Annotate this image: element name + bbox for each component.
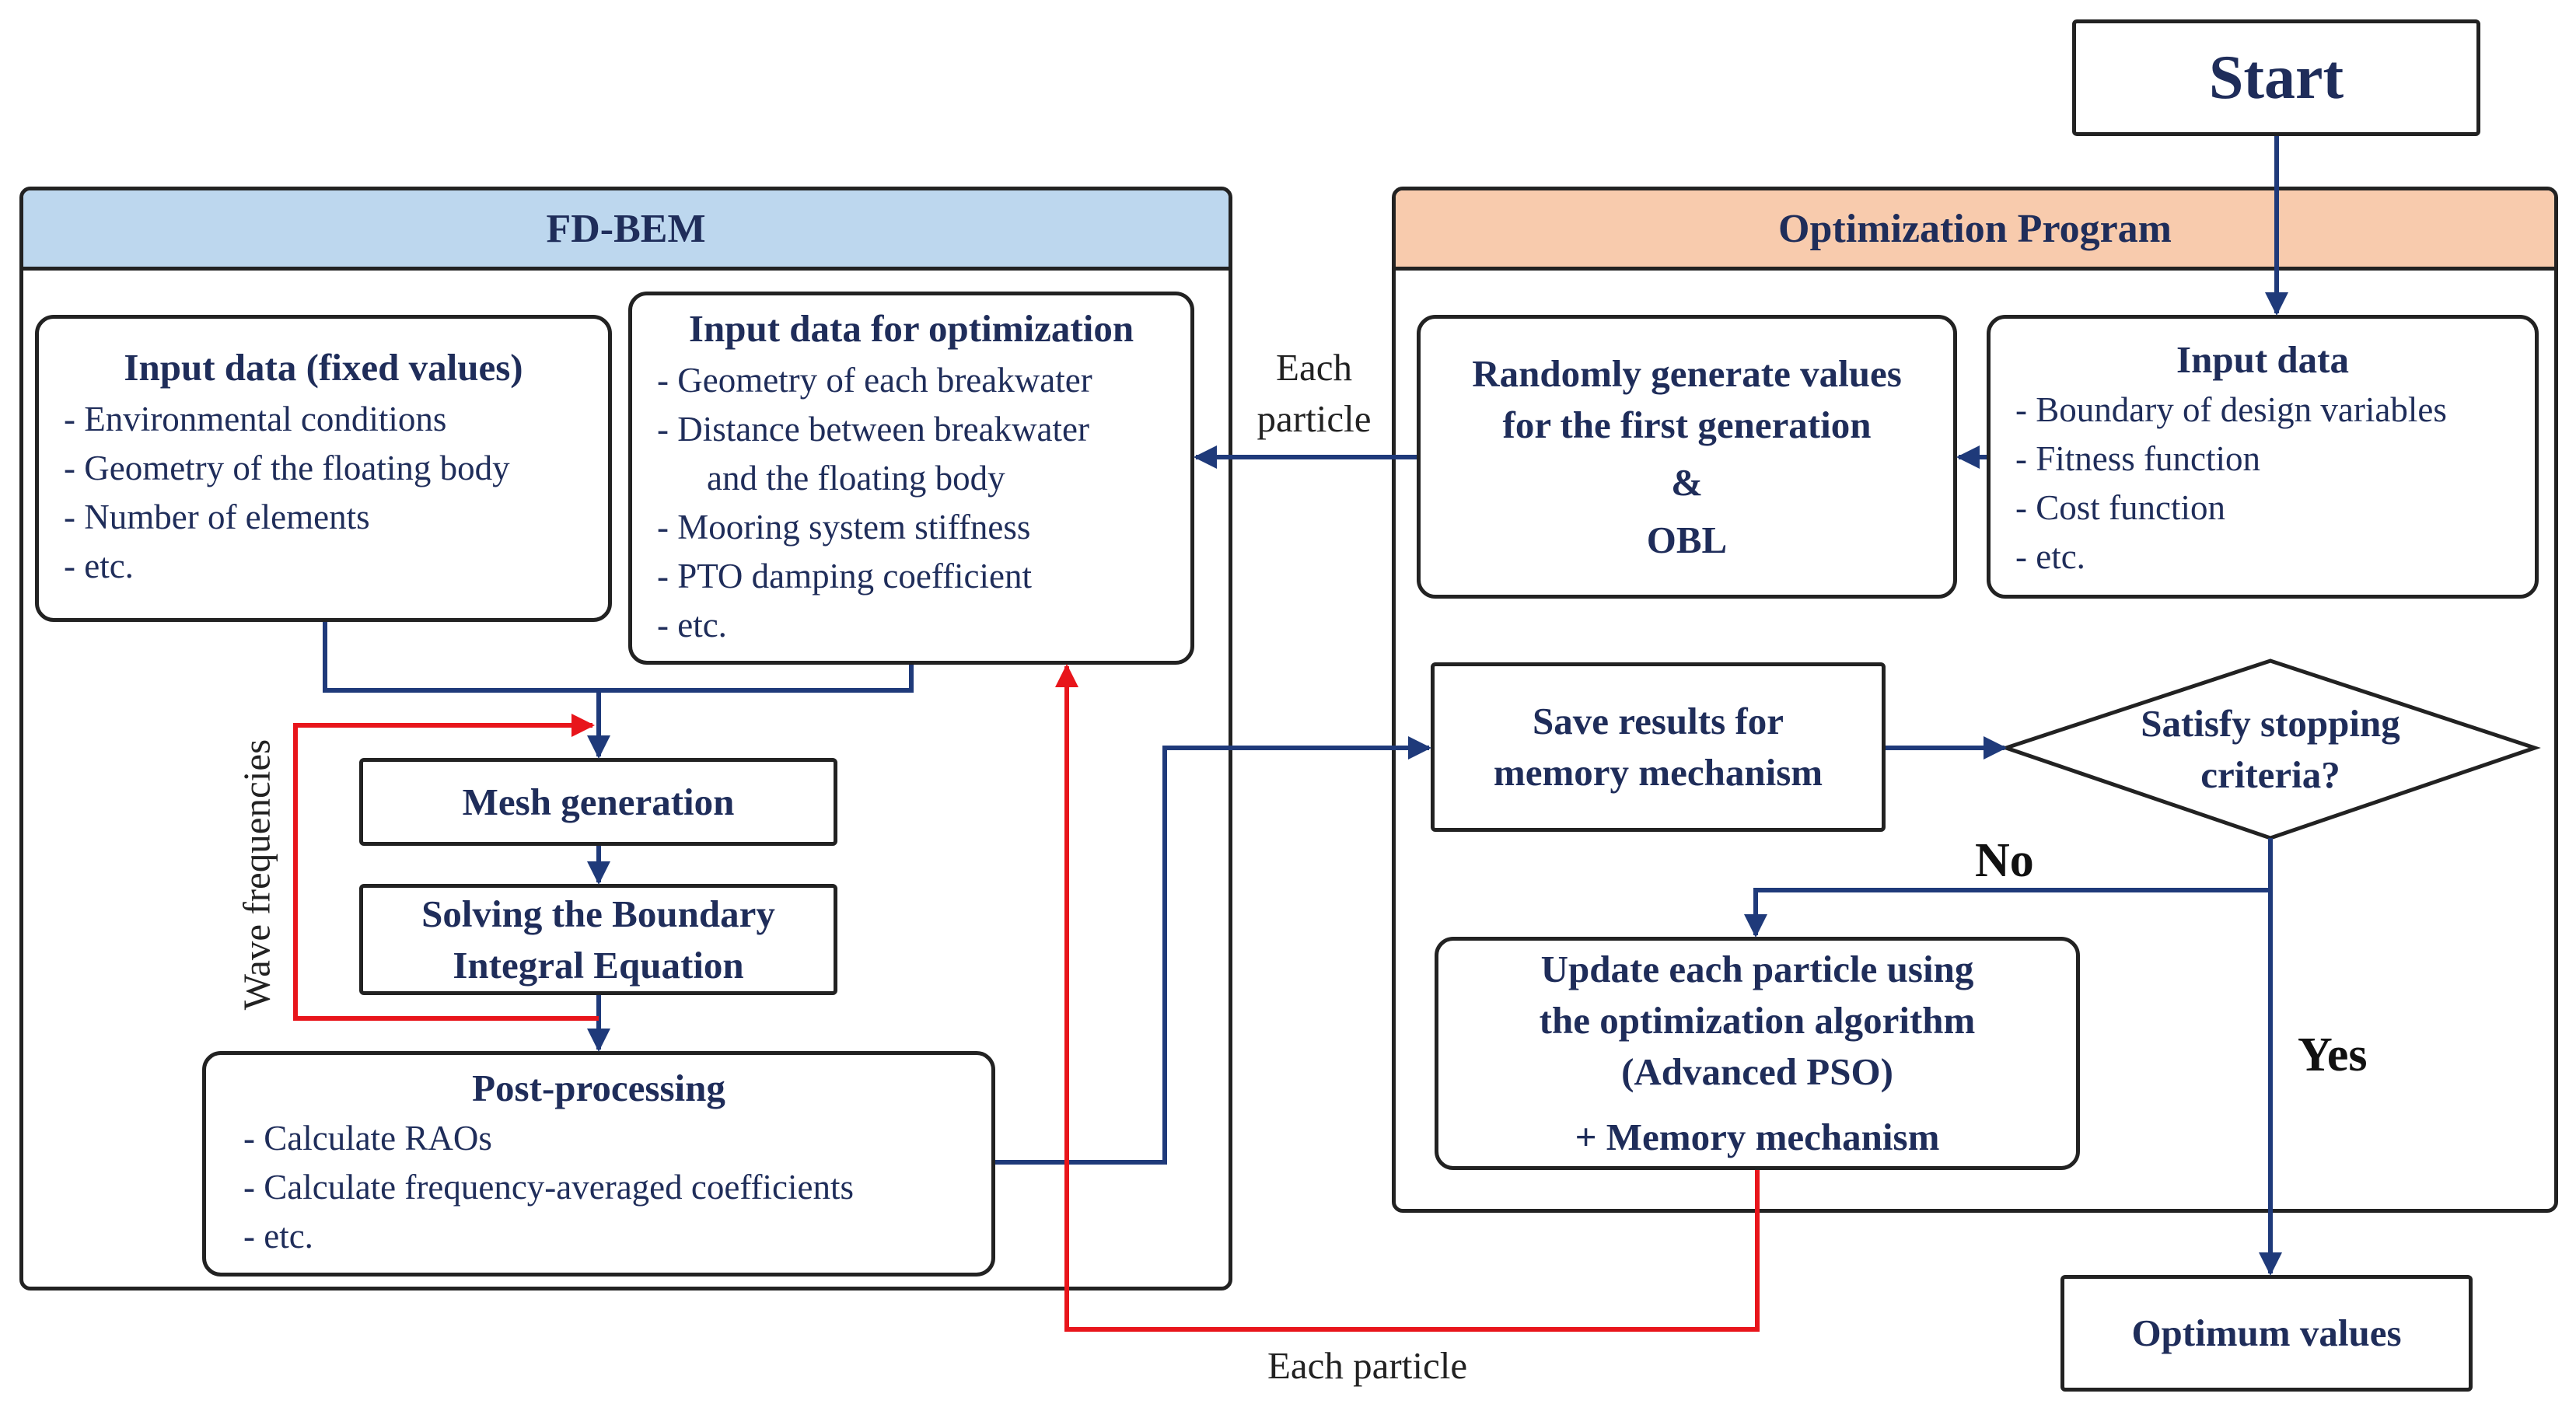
each-particle-top-line1: Each (1276, 346, 1352, 389)
random-generation-line1: Randomly generate values (1472, 351, 1902, 395)
fd-bem-header: FD-BEM (23, 190, 1229, 271)
opt-input-data-item: - Boundary of design variables (2015, 390, 2447, 429)
fixed-input-item: - Environmental conditions (64, 400, 447, 438)
post-processing-item: - etc. (243, 1217, 313, 1256)
post-processing-item: - Calculate frequency-averaged coefficie… (243, 1168, 854, 1207)
opt-input-data-list: - Boundary of design variables - Fitness… (2015, 386, 2535, 582)
opt-input-item: - Mooring system stiffness (657, 508, 1031, 547)
opt-input-data-box: Input data - Boundary of design variable… (1987, 315, 2539, 599)
opt-input-data-item: - etc. (2015, 537, 2085, 576)
each-particle-top-label: Each particle (1244, 342, 1384, 445)
criteria-text: Satisfy stopping criteria? (2068, 698, 2473, 801)
opt-input-item: - Distance between breakwater (657, 410, 1089, 449)
start-box: Start (2072, 19, 2480, 136)
random-generation-obl: OBL (1646, 518, 1728, 561)
start-label: Start (2208, 43, 2344, 112)
update-particle-line3: (Advanced PSO) (1621, 1050, 1893, 1093)
criteria-line2: criteria? (2200, 753, 2340, 796)
random-generation-line2: for the first generation (1502, 403, 1872, 446)
fixed-input-item: - Geometry of the floating body (64, 449, 510, 487)
opt-input-title: Input data for optimization (688, 307, 1134, 350)
optimization-header: Optimization Program (1396, 190, 2554, 271)
opt-input-list: - Geometry of each breakwater - Distance… (657, 356, 1190, 650)
solve-bie-line1: Solving the Boundary (421, 892, 775, 935)
opt-input-data-item: - Fitness function (2015, 439, 2260, 478)
save-results-box: Save results for memory mechanism (1431, 662, 1886, 832)
opt-input-item: - etc. (657, 606, 727, 644)
post-processing-list: - Calculate RAOs - Calculate frequency-a… (243, 1114, 991, 1261)
fixed-input-box: Input data (fixed values) - Environmenta… (35, 315, 612, 622)
save-results-line2: memory mechanism (1493, 751, 1823, 794)
opt-input-data-item: - Cost function (2015, 488, 2225, 527)
solve-bie-line2: Integral Equation (453, 943, 744, 987)
each-particle-top-line2: particle (1257, 397, 1372, 440)
fixed-input-item: - etc. (64, 547, 134, 585)
random-generation-box: Randomly generate values for the first g… (1417, 315, 1957, 599)
yes-label: Yes (2298, 1029, 2368, 1081)
no-label: No (1975, 834, 2034, 887)
connector-fixed-input-merge (323, 622, 914, 693)
post-processing-item: - Calculate RAOs (243, 1119, 492, 1158)
fixed-input-item: - Number of elements (64, 498, 370, 536)
fd-bem-title: FD-BEM (546, 206, 706, 251)
each-particle-bottom-label: Each particle (1267, 1344, 1468, 1387)
mesh-generation-title: Mesh generation (462, 780, 735, 823)
save-results-line1: Save results for (1533, 700, 1784, 742)
optimum-values-box: Optimum values (2060, 1275, 2473, 1392)
solve-bie-box: Solving the Boundary Integral Equation (359, 884, 837, 995)
arrow-update-to-opt-input (1055, 664, 1760, 1332)
criteria-line1: Satisfy stopping (2141, 702, 2400, 745)
opt-input-item: - Geometry of each breakwater (657, 361, 1092, 400)
update-particle-line4: + Memory mechanism (1575, 1116, 1940, 1158)
random-generation-amp: & (1671, 460, 1703, 504)
wave-frequencies-label: Wave frequencies (235, 739, 278, 1011)
post-processing-title: Post-processing (472, 1067, 725, 1109)
fixed-input-list: - Environmental conditions - Geometry of… (64, 395, 608, 591)
opt-input-item: - PTO damping coefficient (657, 557, 1032, 595)
optimization-title: Optimization Program (1778, 206, 2172, 251)
opt-input-box: Input data for optimization - Geometry o… (628, 292, 1194, 665)
update-particle-line2: the optimization algorithm (1539, 999, 1976, 1042)
mesh-generation-box: Mesh generation (359, 758, 837, 846)
fixed-input-title: Input data (fixed values) (124, 346, 523, 389)
arrow-post-to-save (995, 736, 1431, 1165)
arrow-criteria-to-update (1744, 888, 2270, 938)
post-processing-box: Post-processing - Calculate RAOs - Calcu… (202, 1051, 995, 1277)
update-particle-line1: Update each particle using (1540, 948, 1974, 990)
opt-input-item: and the floating body (707, 459, 1005, 498)
arrow-wave-frequency-loop (293, 714, 599, 1021)
opt-input-data-title: Input data (2176, 338, 2349, 381)
optimum-values-label: Optimum values (2131, 1311, 2402, 1354)
update-particle-box: Update each particle using the optimizat… (1435, 937, 2080, 1170)
